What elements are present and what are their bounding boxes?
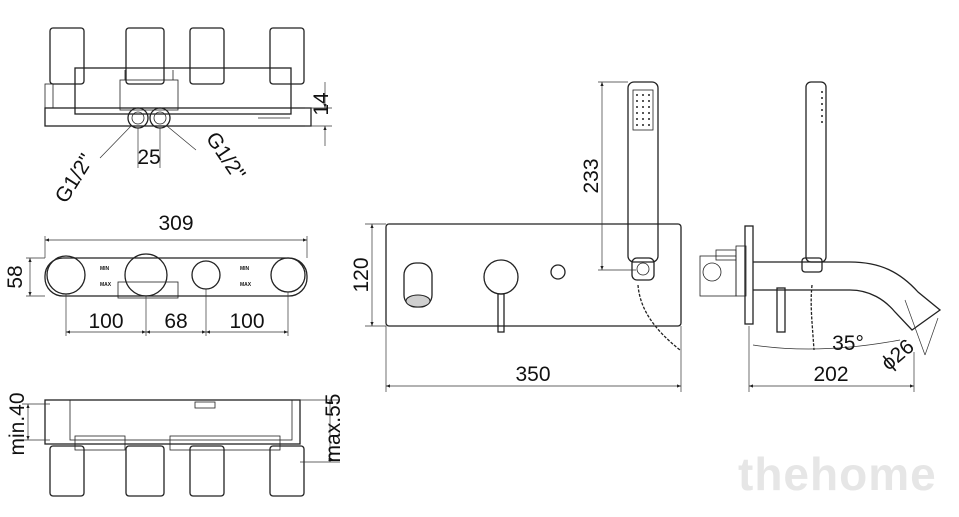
panel-diverter <box>550 264 566 280</box>
profile-reach-label: 202 <box>813 363 848 386</box>
top-cylinder-4 <box>269 27 305 85</box>
top-height-label: 14 <box>310 92 333 116</box>
hand-shower <box>627 81 659 263</box>
panel-mixer-knob <box>483 259 519 295</box>
front-handle-mid <box>191 260 221 290</box>
front-height-label: 58 <box>4 265 27 288</box>
side-inner-body <box>69 399 293 441</box>
wall-plate <box>385 223 682 327</box>
top-spacing-label: 25 <box>137 146 160 169</box>
front-handle-center <box>124 253 168 297</box>
front-handle-left <box>46 255 86 295</box>
top-side-tab <box>44 83 54 109</box>
front-dim-a: 100 <box>88 310 123 333</box>
thread-left-label: G1/2" <box>51 150 99 207</box>
profile-spout <box>753 261 942 331</box>
side-cylinder-1 <box>49 445 85 497</box>
top-base-plate <box>44 107 312 127</box>
top-view: 14 25 G1/2" G1/2" <box>44 27 333 207</box>
top-cylinder-3 <box>189 27 225 85</box>
profile-lever <box>776 287 786 333</box>
side-cylinder-2 <box>125 445 165 497</box>
side-view: min.40 max.55 <box>6 392 345 497</box>
front-width-label: 309 <box>158 212 193 235</box>
front-bracket <box>117 281 179 299</box>
profile-angle-label: 35° <box>832 332 864 355</box>
top-inlet-left <box>127 107 149 129</box>
side-body <box>44 399 301 445</box>
front-dim-b: 68 <box>164 310 187 333</box>
profile-diameter-label: ϕ26 <box>877 335 919 375</box>
shower-nozzles <box>636 94 650 126</box>
top-cylinder-1 <box>49 27 85 85</box>
front-dim-c: 100 <box>229 310 264 333</box>
side-min-label: min.40 <box>6 392 29 455</box>
front-max-left: MAX <box>100 282 112 288</box>
shower-height-label: 233 <box>580 158 603 193</box>
front-max-right: MAX <box>240 282 252 288</box>
panel-height-label: 120 <box>350 257 373 292</box>
profile-view: 35° ϕ26 202 <box>699 81 942 392</box>
top-inlet-right <box>149 107 171 129</box>
profile-plate <box>744 225 754 325</box>
shower-hose <box>637 284 681 351</box>
thread-right-label: G1/2" <box>201 128 250 185</box>
front-min-right: MIN <box>240 266 250 272</box>
front-body <box>44 257 308 297</box>
profile-hose <box>810 284 815 351</box>
top-cylinder-2 <box>125 27 165 85</box>
angle-arc <box>752 339 901 350</box>
front-min-left: MIN <box>100 266 110 272</box>
panel-lever <box>497 293 505 333</box>
profile-valve-body <box>699 255 737 297</box>
watermark-logo: thehome <box>738 448 937 500</box>
profile-hand-shower <box>805 81 827 263</box>
top-inlet-block <box>119 79 179 111</box>
side-cylinder-4 <box>269 445 305 497</box>
panel-view: 233 120 350 <box>350 81 682 392</box>
top-body <box>74 67 292 115</box>
front-view: 309 MIN MAX MIN MAX 58 100 68 100 <box>4 212 308 336</box>
side-cylinder-3 <box>189 445 225 497</box>
side-max-label: max.55 <box>322 394 345 463</box>
panel-width-label: 350 <box>515 363 550 386</box>
shower-holder <box>631 257 655 281</box>
front-handle-right <box>270 257 306 293</box>
